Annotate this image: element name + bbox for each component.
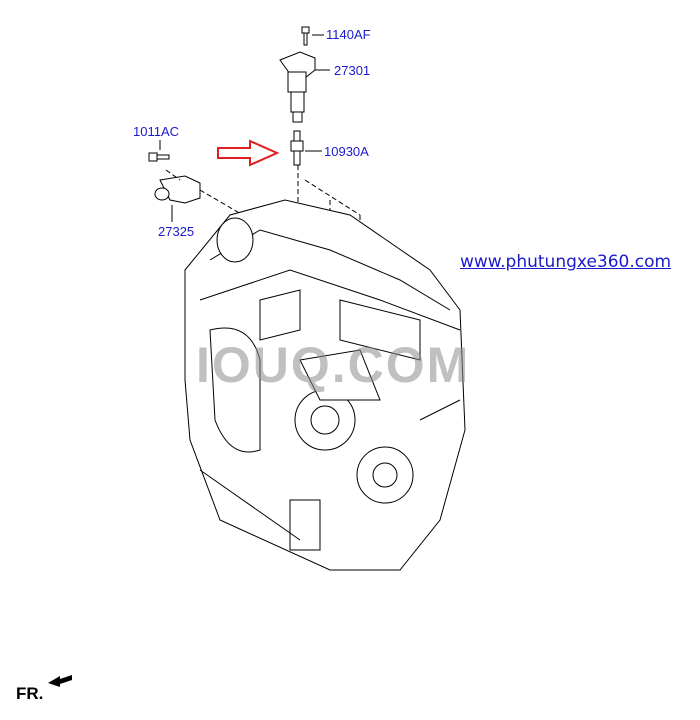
part-label-27325[interactable]: 27325: [158, 224, 195, 239]
part-label-27301[interactable]: 27301: [334, 63, 371, 78]
front-marker: FR.: [16, 684, 44, 703]
part-label-10930a[interactable]: 10930A: [324, 144, 369, 159]
ignition-coil-27301: [279, 51, 316, 123]
sensor-27325: [154, 175, 201, 204]
bolt-1140af: [301, 26, 310, 46]
spark-plug-10930a: [290, 130, 304, 166]
front-direction-arrow: [48, 675, 72, 687]
website-link[interactable]: www.phutungxe360.com: [460, 252, 672, 272]
highlight-arrow: [217, 139, 280, 167]
engine-block: [184, 199, 466, 571]
part-label-1011ac[interactable]: 1011AC: [133, 124, 180, 139]
watermark: IOUQ.COM: [196, 337, 471, 393]
part-label-1140af[interactable]: 1140AF: [326, 27, 371, 42]
bolt-1011ac: [148, 152, 170, 162]
